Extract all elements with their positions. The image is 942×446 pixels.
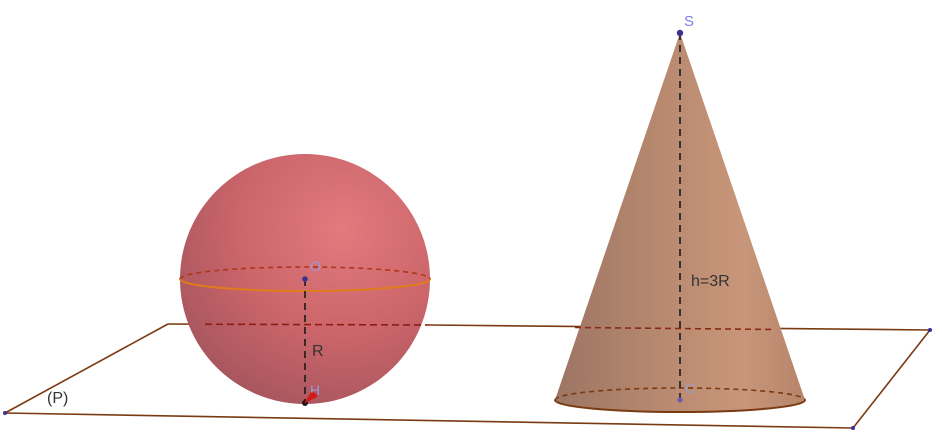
height-label: h=3R (691, 273, 730, 290)
radius-label: R (312, 343, 324, 360)
apex-label: S (684, 13, 694, 30)
plane-back-edge-hidden-sphere (205, 324, 430, 325)
plane-right-edge (853, 330, 930, 428)
plane-corner-point (3, 411, 7, 415)
base-center-point (677, 397, 682, 402)
sphere-center-point (302, 276, 308, 282)
base-center-label: C (685, 380, 695, 396)
cone: S C h=3R (555, 13, 805, 412)
sphere: O R H (180, 154, 430, 406)
plane-label: (P) (47, 390, 68, 407)
sphere-center-label: O (310, 258, 321, 274)
plane-left-edge (5, 324, 168, 413)
apex-point (677, 30, 683, 36)
plane-corner-point (851, 426, 855, 430)
plane-front-edge (5, 413, 853, 428)
plane-corner-point (928, 328, 932, 332)
cone-surface (555, 33, 805, 412)
